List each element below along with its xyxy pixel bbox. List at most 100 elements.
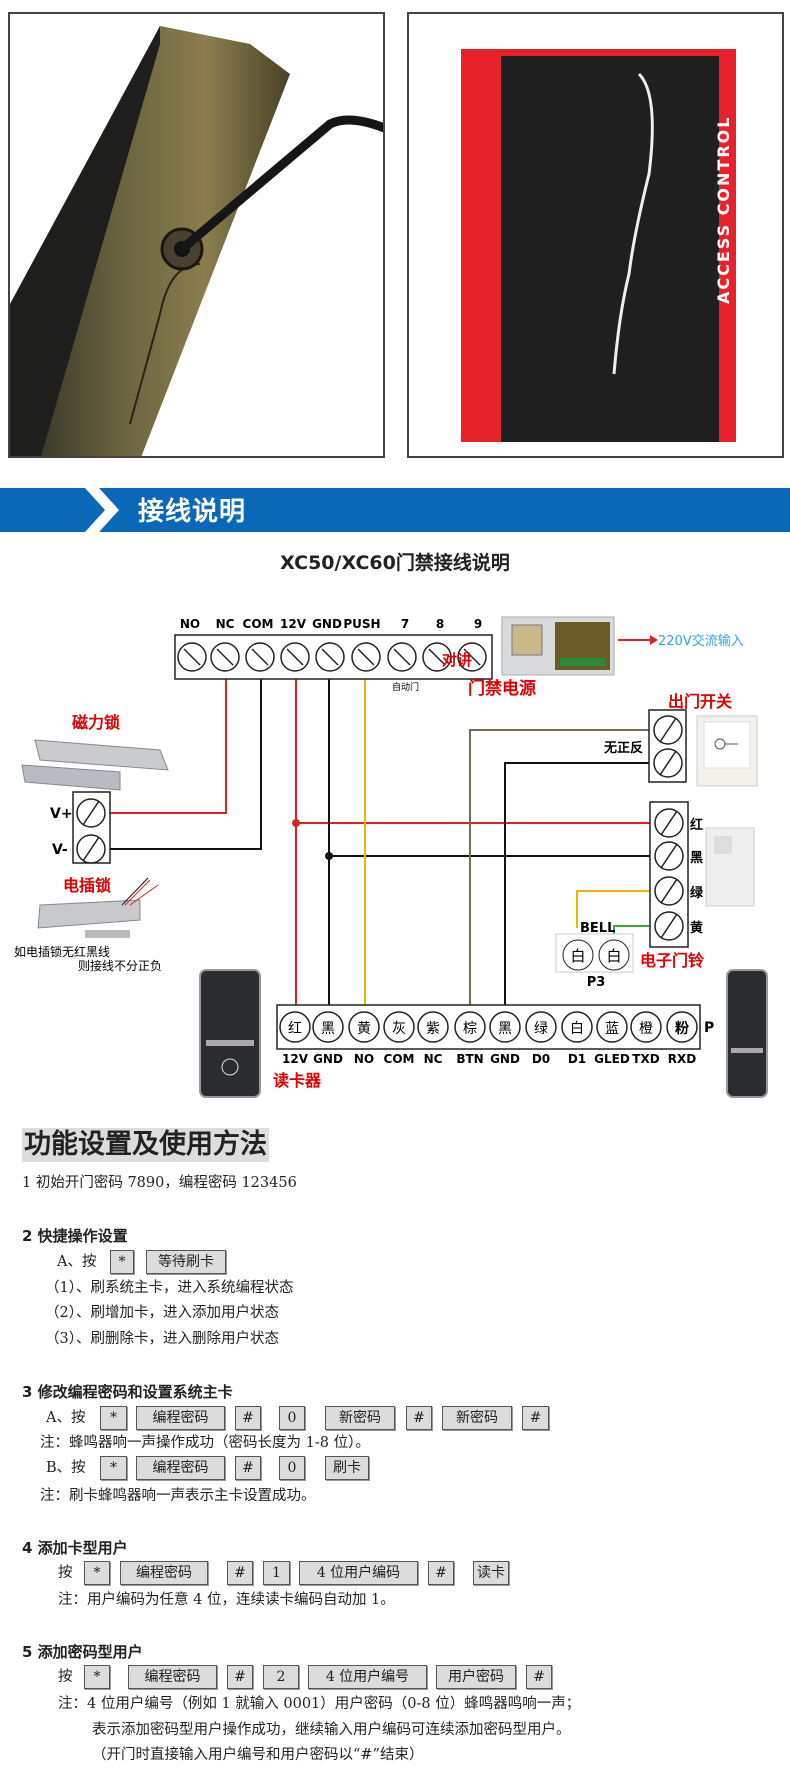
strike-note-line1: 如电插锁无红黑线 xyxy=(14,944,110,959)
s5-note-1: 注：4 位用户编号（例如 1 就输入 0001）用户密码（0-8 位）蜂鸣器鸣响… xyxy=(58,1696,581,1712)
reader-terminal: 棕 xyxy=(454,1011,486,1043)
reader-pin-label: NC xyxy=(424,1052,443,1066)
product-box-photo: ACCESS CONTROL xyxy=(407,12,784,458)
terminal-label: NO xyxy=(180,617,200,631)
doorbell-screw-terminal xyxy=(654,841,684,871)
section-2-title: 2 快捷操作设置 xyxy=(22,1227,128,1245)
p3-pin: 白 xyxy=(562,939,594,971)
keypad-key: # xyxy=(526,1665,552,1689)
junction-dot-red xyxy=(292,819,300,827)
terminal-label: 12V xyxy=(280,617,307,631)
doorbell-wire-label: 绿 xyxy=(690,885,704,901)
access-control-box-image: ACCESS CONTROL xyxy=(461,49,736,442)
wire-bell-green xyxy=(613,925,652,934)
s3a-note: 注：蜂鸣器响一声操作成功（密码长度为 1-8 位）。 xyxy=(40,1435,370,1451)
doorbell-label: 电子门铃 xyxy=(640,951,704,970)
reader-terminal: 白 xyxy=(561,1011,593,1043)
reader-pin-label: GND xyxy=(313,1052,343,1066)
mag-lock-image xyxy=(21,739,169,791)
section-4-title: 4 添加卡型用户 xyxy=(22,1539,128,1557)
keypad-key: 用户密码 xyxy=(436,1665,516,1689)
controller-screw-terminal xyxy=(245,642,275,672)
s2-item: （1）、刷系统主卡，进入系统编程状态 xyxy=(45,1280,294,1296)
reader-terminal: 黄 xyxy=(348,1011,380,1043)
reader-pin-label: 12V xyxy=(282,1052,309,1066)
keypad-key: 0 xyxy=(279,1406,305,1430)
strike-lock-image xyxy=(37,877,159,938)
keypad-key: # xyxy=(227,1665,253,1689)
reader-wire-color: 黑 xyxy=(498,1021,512,1037)
bell-label: BELL xyxy=(580,921,615,936)
keypad-key: # xyxy=(522,1406,549,1430)
reader-wire-color: 绿 xyxy=(534,1021,548,1037)
reader-terminal: 绿 xyxy=(525,1011,557,1043)
s2-item: （2）、刷增加卡，进入添加用户状态 xyxy=(45,1305,279,1321)
terminal-label: 8 xyxy=(436,617,444,631)
keypad-key: # xyxy=(428,1561,454,1585)
s3b-note: 注：刷卡蜂鸣器响一声表示主卡设置成功。 xyxy=(40,1488,316,1504)
screw-terminal xyxy=(76,798,106,828)
power-supply-image xyxy=(501,616,615,676)
s3b-prefix: B、按 xyxy=(46,1460,86,1476)
controller-screw-terminal xyxy=(177,642,207,672)
reader-wire-color: 橙 xyxy=(639,1021,653,1037)
reader-pin-label: RXD xyxy=(668,1052,696,1066)
section-3-title: 3 修改编程密码和设置系统主卡 xyxy=(22,1383,233,1401)
controller-screw-terminal xyxy=(280,642,310,672)
keypad-key: 新密码 xyxy=(442,1406,512,1430)
keypad-side-image xyxy=(10,26,383,456)
diagram-title: XC50/XC60门禁接线说明 xyxy=(280,552,510,574)
s2-item: （3）、刷删除卡，进入删除用户状态 xyxy=(45,1331,279,1347)
wire-com-black xyxy=(108,672,262,850)
terminal-label: 7 xyxy=(401,617,409,631)
keypad-photo xyxy=(8,12,385,458)
keypad-key: 0 xyxy=(279,1456,305,1480)
controller-screw-terminal xyxy=(315,642,345,672)
wire-btn-brown xyxy=(469,729,652,1012)
reader-pin-label: NO xyxy=(354,1052,374,1066)
s5-prefix: 按 xyxy=(58,1669,73,1685)
screw-terminal xyxy=(653,715,683,745)
reader-pin-label: D1 xyxy=(568,1052,586,1066)
reader-terminal: 蓝 xyxy=(596,1011,628,1043)
reader-wire-color: 灰 xyxy=(392,1021,406,1037)
s4-note: 注：用户编码为任意 4 位，连续读卡编码自动加 1。 xyxy=(58,1592,395,1608)
terminal-label: GND xyxy=(312,617,342,631)
ac-input-label: 220V交流输入 xyxy=(658,633,744,649)
s3a-prefix: A、按 xyxy=(46,1410,86,1426)
wire-nc-red xyxy=(108,672,227,814)
screw-terminal xyxy=(76,834,106,864)
s5-note-2: 表示添加密码型用户操作成功，继续输入用户编码可连续添加密码型用户。 xyxy=(92,1722,571,1738)
controller-screw-terminal xyxy=(422,642,452,672)
keypad-key: 编程密码 xyxy=(136,1406,225,1430)
keypad-reader-image-left xyxy=(199,969,261,1098)
keypad-key: 4 位用户编号 xyxy=(308,1665,427,1689)
reader-pin-label: TXD xyxy=(632,1052,659,1066)
power-supply-label: 门禁电源 xyxy=(468,678,536,699)
junction-dot-black xyxy=(325,852,333,860)
keypad-key: 1 xyxy=(263,1561,290,1585)
keypad-key: 2 xyxy=(263,1665,299,1689)
wire-bell-yellow xyxy=(576,890,652,928)
s5-note-3: （开门时直接输入用户编号和用户密码以“#”结束） xyxy=(92,1747,424,1763)
v-plus-label: V+ xyxy=(50,806,73,822)
reader-terminal: 黑 xyxy=(312,1011,344,1043)
doorbell-wire-label: 红 xyxy=(690,817,703,833)
reader-pin-label: GND xyxy=(490,1052,520,1066)
doorbell-wire-label: 黑 xyxy=(690,851,703,866)
reader-wire-color: 黑 xyxy=(321,1021,335,1037)
reader-terminal: 紫 xyxy=(417,1011,449,1043)
initial-passwords: 1 初始开门密码 7890，编程密码 123456 xyxy=(22,1175,297,1191)
section-5-title: 5 添加密码型用户 xyxy=(22,1643,143,1661)
intercom-label: 对讲 xyxy=(442,651,472,669)
keypad-key: 编程密码 xyxy=(136,1456,225,1480)
terminal-label: 9 xyxy=(474,617,482,631)
wire-12v-red xyxy=(295,672,652,1012)
strike-lock-label: 电插锁 xyxy=(63,876,111,895)
exit-switch-label: 出门开关 xyxy=(668,692,732,711)
keypad-key: # xyxy=(235,1456,261,1480)
reader-wire-color: 粉 xyxy=(675,1020,689,1037)
manual-heading: 功能设置及使用方法 xyxy=(22,1128,269,1162)
reader-pin-label: COM xyxy=(384,1052,415,1066)
